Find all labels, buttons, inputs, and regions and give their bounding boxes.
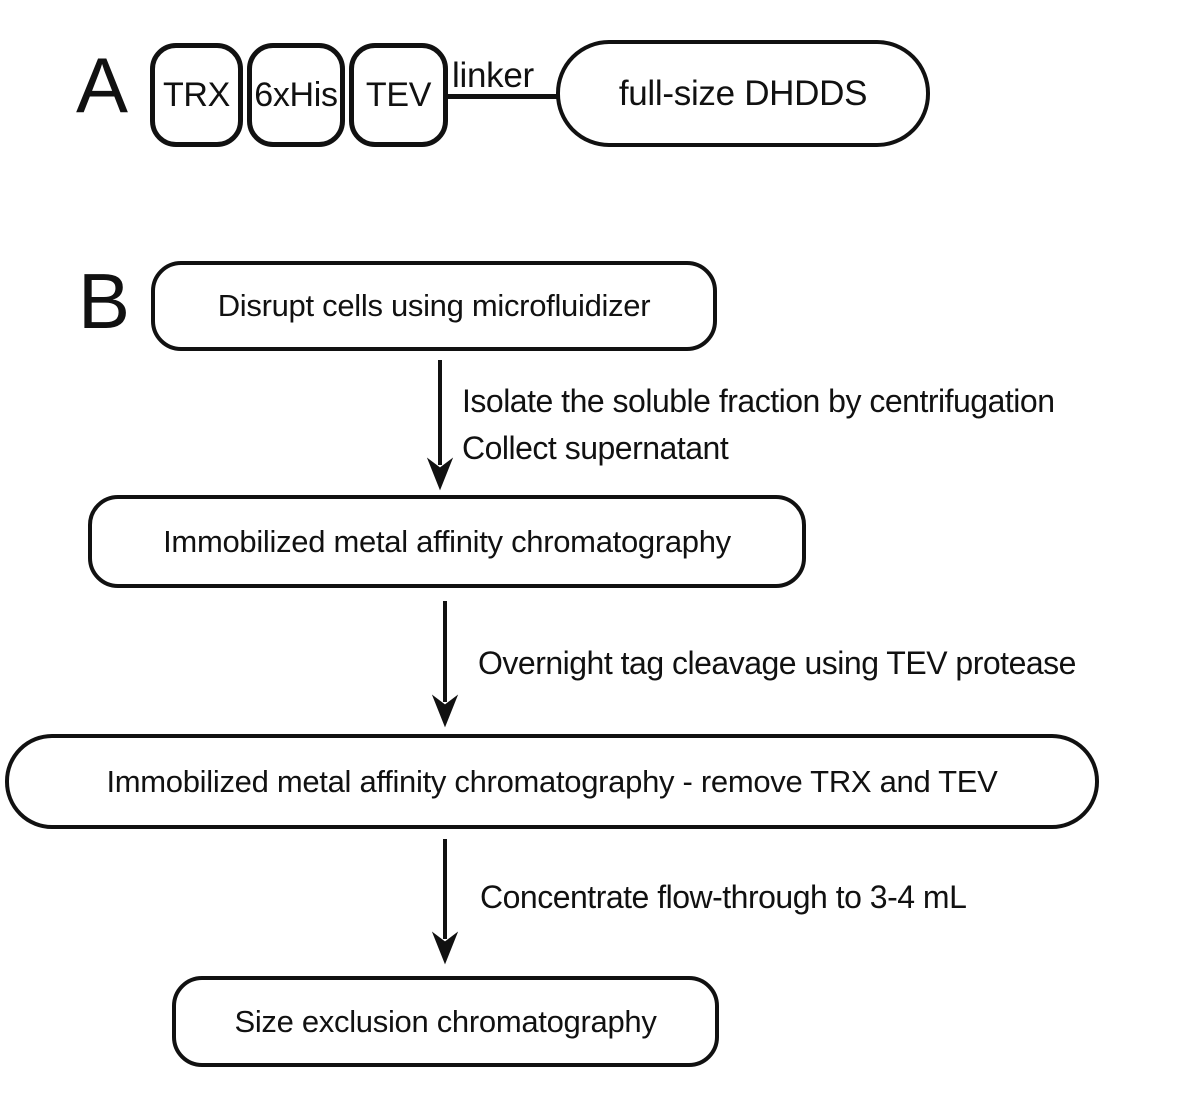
panel-a-label: A — [76, 41, 129, 129]
flow-step-imac-remove-tags: Immobilized metal affinity chromatograph… — [5, 734, 1099, 829]
flow-transition-3-line-1: Concentrate flow-through to 3-4 mL — [480, 879, 967, 915]
linker-label: linker — [452, 56, 534, 95]
flow-step-disrupt-cells: Disrupt cells using microfluidizer — [151, 261, 717, 351]
flow-transition-1-line-2: Collect supernatant — [462, 430, 729, 466]
construct-main-box: full-size DHDDS — [556, 40, 930, 147]
flow-arrow-1 — [426, 360, 454, 491]
panel-b-label: B — [78, 257, 131, 345]
construct-tag-6xhis-label: 6xHis — [254, 75, 338, 114]
flow-step-imac-remove-tags-label: Immobilized metal affinity chromatograph… — [106, 763, 998, 799]
construct-tag-6xhis: 6xHis — [247, 43, 345, 147]
flow-transition-1-label: Isolate the soluble fraction by centrifu… — [462, 378, 1055, 472]
flow-arrow-2 — [431, 601, 459, 728]
flow-transition-1-line-1: Isolate the soluble fraction by centrifu… — [462, 383, 1055, 419]
flow-transition-3-label: Concentrate flow-through to 3-4 mL — [480, 874, 967, 921]
flow-arrow-3 — [431, 839, 459, 965]
linker-line — [446, 94, 558, 99]
flow-step-imac: Immobilized metal affinity chromatograph… — [88, 495, 806, 588]
construct-tag-trx: TRX — [150, 43, 243, 147]
construct-main-box-label: full-size DHDDS — [618, 73, 868, 113]
flow-step-disrupt-cells-label: Disrupt cells using microfluidizer — [217, 288, 651, 323]
construct-tag-tev: TEV — [349, 43, 448, 147]
flow-step-sec: Size exclusion chromatography — [172, 976, 719, 1067]
construct-tag-trx-label: TRX — [162, 75, 231, 114]
flow-transition-2-line-1: Overnight tag cleavage using TEV proteas… — [478, 645, 1076, 681]
flow-transition-2-label: Overnight tag cleavage using TEV proteas… — [478, 640, 1076, 687]
construct-tag-tev-label: TEV — [365, 75, 432, 114]
flow-step-sec-label: Size exclusion chromatography — [234, 1003, 657, 1039]
flow-step-imac-label: Immobilized metal affinity chromatograph… — [163, 523, 731, 559]
